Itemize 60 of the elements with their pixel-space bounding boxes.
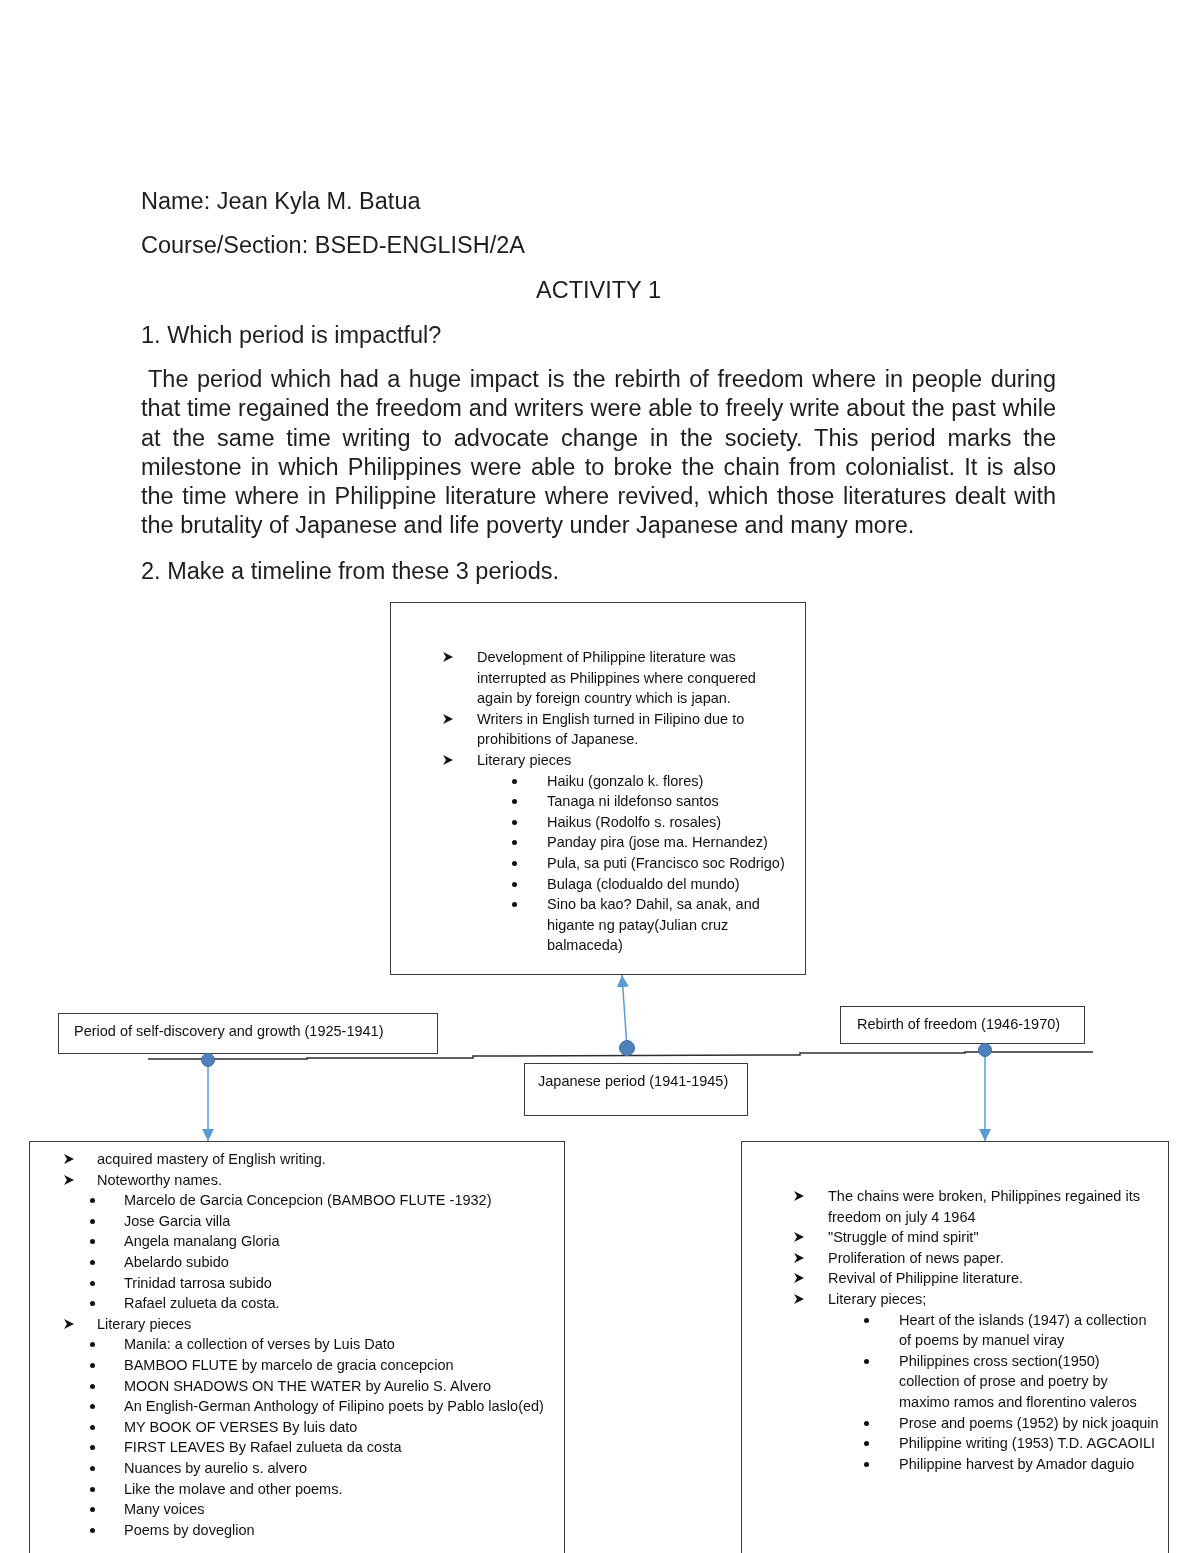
arrow bbox=[616, 974, 629, 1041]
period-box bbox=[524, 1063, 748, 1116]
list-item-text: acquired mastery of English writing. bbox=[97, 1150, 327, 1169]
list-item-text: Rafael zulueta da costa. bbox=[124, 1294, 281, 1314]
list-item-text: Poems by doveglion bbox=[124, 1520, 256, 1540]
list-item-text: Like the molave and other poems. bbox=[124, 1479, 344, 1499]
list-item-text: Trinidad tarrosa subido bbox=[124, 1273, 273, 1293]
period-label: Rebirth of freedom (1946-1970) bbox=[857, 1016, 1061, 1032]
period-box bbox=[840, 1006, 1085, 1044]
notes-box bbox=[741, 1141, 1169, 1553]
list-item-text: "Struggle of mind spirit" bbox=[828, 1228, 980, 1248]
list-item-text: Angela manalang Gloria bbox=[124, 1232, 281, 1252]
course-line: Course/Section: BSED-ENGLISH/2A bbox=[141, 232, 526, 259]
list-item-text: Tanaga ni ildefonso santos bbox=[547, 792, 720, 812]
list-item-text: Sino ba kao? Dahil, sa anak, and higante ng patay(Julian cruz balmaceda) bbox=[547, 895, 761, 956]
list-item-text: Manila: a collection of verses by Luis Dato bbox=[124, 1335, 396, 1355]
list-item-text: Literary pieces bbox=[477, 750, 573, 770]
list-item-text: Philippine writing (1953) T.D. AGCAOILI bbox=[899, 1434, 1156, 1454]
list-item-text: Philippine harvest by Amador daguio bbox=[899, 1454, 1136, 1474]
arrow bbox=[202, 1066, 214, 1142]
answer-paragraph: The period which had a huge impact is the rebirth of freedom where in people during that time regained the freedom and writers were able to freely write about the past while at the same time writing to advocate change in the society. This period marks the milestone in which Philippines were able to broke the chain from colonialist. It is also the time where in Philippine literature where revived, which those literatures dealt with the brutality of Japanese and life poverty under Japanese and many more. bbox=[141, 365, 1056, 541]
list-item-text: Bulaga (clodualdo del mundo) bbox=[547, 874, 741, 894]
list-item-text: Many voices bbox=[124, 1500, 206, 1520]
list-item-text: Noteworthy names. bbox=[97, 1170, 223, 1190]
activity-title: ACTIVITY 1 bbox=[536, 277, 661, 304]
list-item-text: Haiku (gonzalo k. flores) bbox=[547, 771, 705, 791]
list-item-text: FIRST LEAVES By Rafael zulueta da costa bbox=[124, 1438, 403, 1458]
timeline-dot bbox=[619, 1040, 635, 1056]
list-item-text: MOON SHADOWS ON THE WATER by Aurelio S. Alvero bbox=[124, 1376, 493, 1396]
notes-box bbox=[390, 602, 806, 975]
name-line: Name: Jean Kyla M. Batua bbox=[141, 188, 422, 215]
question-text: 2. Make a timeline from these 3 periods. bbox=[141, 558, 560, 585]
list-item-text: Marcelo de Garcia Concepcion (BAMBOO FLUTE -1932) bbox=[124, 1191, 493, 1211]
list-item-text: Heart of the islands (1947) a collection of poems by manuel viray bbox=[899, 1310, 1148, 1351]
period-label: Japanese period (1941-1945) bbox=[538, 1073, 729, 1089]
notes-box bbox=[29, 1141, 565, 1553]
list-item-text: Haikus (Rodolfo s. rosales) bbox=[547, 812, 723, 832]
question-text: 1. Which period is impactful? bbox=[141, 322, 443, 349]
list-item-text: MY BOOK OF VERSES By luis dato bbox=[124, 1417, 359, 1437]
list-item-text: Revival of Philippine literature. bbox=[828, 1269, 1025, 1289]
period-label: Period of self-discovery and growth (1925-1941) bbox=[74, 1023, 384, 1039]
list-item-text: Writers in English turned in Filipino due to prohibitions of Japanese. bbox=[477, 709, 746, 750]
list-item-text: Literary pieces; bbox=[828, 1289, 928, 1309]
arrow bbox=[979, 1056, 991, 1142]
list-item-text: BAMBOO FLUTE by marcelo de gracia concepcion bbox=[124, 1355, 455, 1375]
list-item-text: The chains were broken, Philippines regained its freedom on july 4 1964 bbox=[828, 1187, 1141, 1227]
list-item-text: Literary pieces bbox=[97, 1314, 193, 1334]
list-item-text: An English-German Anthology of Filipino poets by Pablo laslo(ed) bbox=[124, 1397, 545, 1417]
list-item-text: Proliferation of news paper. bbox=[828, 1248, 1005, 1268]
list-item-text: Nuances by aurelio s. alvero bbox=[124, 1458, 308, 1478]
list-item-text: Abelardo subido bbox=[124, 1252, 230, 1272]
list-item-text: Panday pira (jose ma. Hernandez) bbox=[547, 833, 769, 853]
timeline-dot bbox=[201, 1053, 215, 1067]
period-box bbox=[58, 1013, 438, 1054]
list-item-text: Pula, sa puti (Francisco soc Rodrigo) bbox=[547, 853, 786, 873]
list-item-text: Prose and poems (1952) by nick joaquin bbox=[899, 1413, 1160, 1433]
list-item-text: Jose Garcia villa bbox=[124, 1211, 232, 1231]
timeline-dot bbox=[978, 1043, 992, 1057]
list-item-text: Development of Philippine literature was interrupted as Philippines where conquered again by foreign country which is japan. bbox=[477, 648, 757, 709]
list-item-text: Philippines cross section(1950) collection of prose and poetry by maximo ramos and florentino valeros bbox=[899, 1351, 1138, 1412]
